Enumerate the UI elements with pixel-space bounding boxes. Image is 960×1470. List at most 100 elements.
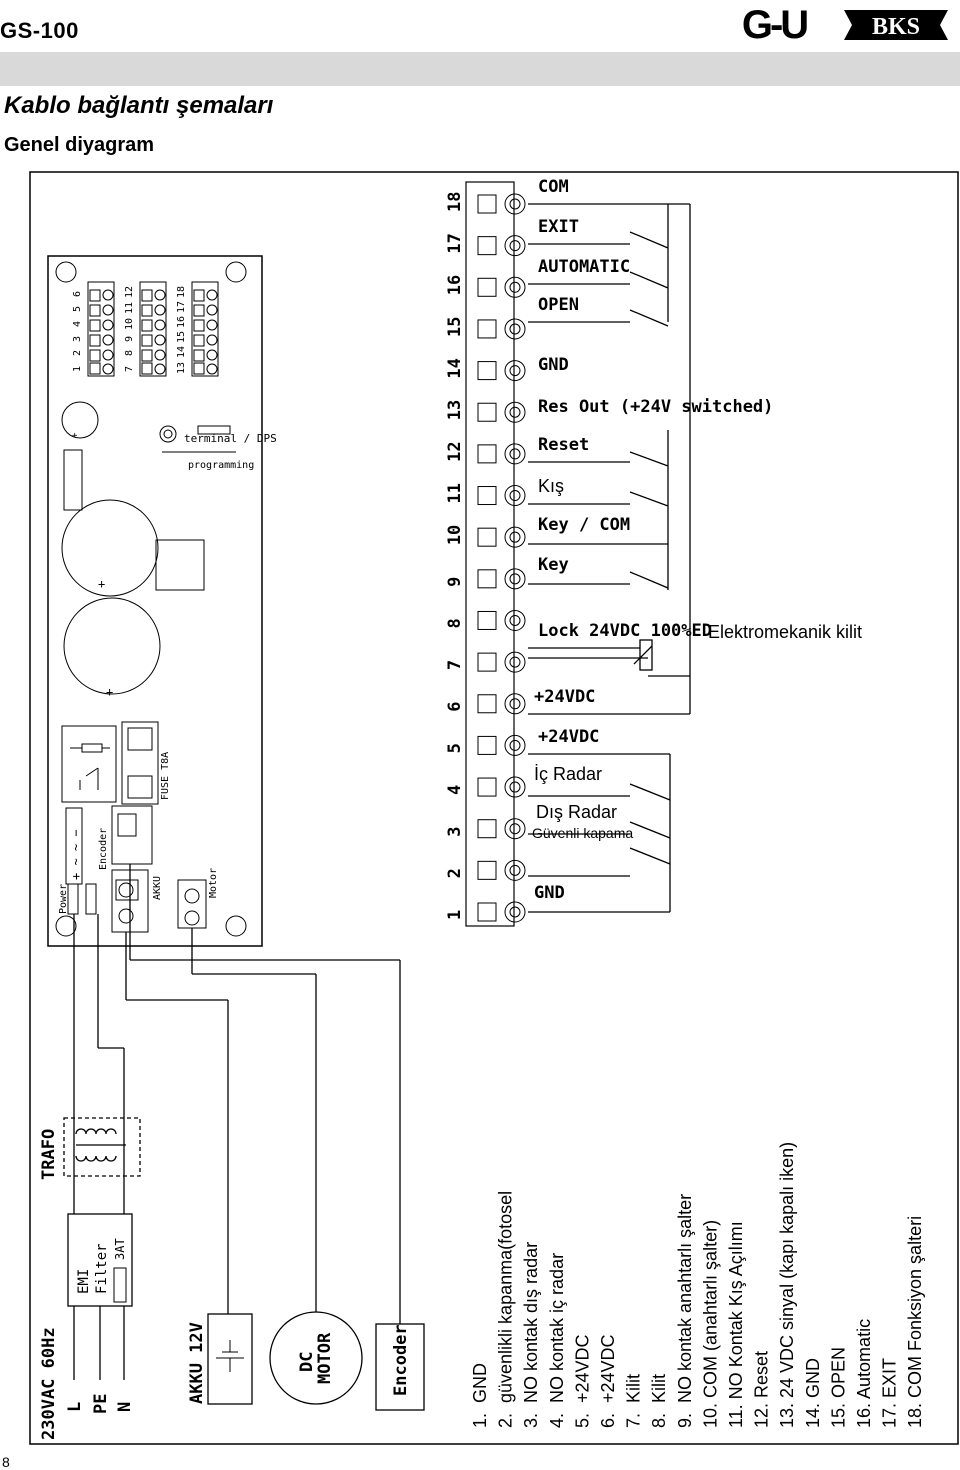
pcb-pin-2: 2 [72,350,83,356]
label-gnd-top: GND [538,355,569,375]
terminal-screw-3 [477,818,526,840]
legend-item-8: 8. Kilit [649,1374,669,1428]
label-dis-radar: Dış Radar [536,802,617,822]
terminal-screw-6 [477,693,526,715]
terminal-screw-16 [477,276,526,298]
fuse-holder [121,721,159,805]
pcb-pin-14: 14 [176,346,187,358]
page-number: 8 [2,1454,10,1470]
terminal-number-4: 4 [445,785,465,795]
label-ic-radar: İç Radar [534,764,602,784]
mains-n: N [115,1402,135,1412]
legend-item-18: 18. COM Fonksiyon şalteri [905,1216,925,1428]
pcb-connector-7-12: 7 8 9 10 11 12 [124,281,167,377]
terminal-screw-7 [477,651,526,673]
terminal-screw-2 [477,859,526,881]
legend-item-9: 9. NO kontak anahtarlı şalter [675,1194,695,1428]
legend-item-12: 12. Reset [752,1351,772,1428]
label-exit: EXIT [538,217,579,237]
encoder-board-label: Encoder [98,828,109,870]
emi-filter [67,1213,133,1307]
legend-item-13: 13. 24 VDC sinyal (kapı kapalı iken) [777,1142,797,1428]
encoder-connector [111,805,153,865]
pcb-pin-6: 6 [72,291,83,297]
cap-1-plus: + [98,577,105,591]
legend-item-7: 7. Kilit [624,1374,644,1428]
label-guvenli: Güvenli kapama [532,825,633,841]
label-reset: Reset [538,435,589,455]
label-com: COM [538,177,569,197]
label-open: OPEN [538,295,579,315]
terminal-number-2: 2 [445,868,465,878]
label-lock: Lock 24VDC 100%ED [538,621,712,641]
terminal-screw-14 [477,360,526,382]
fuse-label: FUSE T8A [160,752,171,800]
legend-item-3: 3. NO kontak dış radar [521,1242,541,1428]
page-title: GS-100 [0,18,79,43]
akku-battery [207,1313,253,1405]
terminal-screw-12 [477,443,526,465]
terminal-number-1: 1 [445,910,465,920]
capacitor-small [61,401,99,439]
legend-item-17: 17. EXIT [880,1358,900,1428]
programming-label: programming [188,460,254,471]
trafo-label: TRAFO [39,1129,59,1180]
legend-item-15: 15. OPEN [828,1347,848,1428]
terminal-number-3: 3 [445,826,465,836]
legend-item-1: 1. GND [470,1363,490,1428]
legend-item-6: 6. +24VDC [598,1334,618,1428]
legend-item-16: 16. Automatic [854,1319,874,1428]
pcb-pin-3: 3 [72,336,83,342]
motor-label: MOTOR [315,1332,335,1384]
encoder-box [375,1323,425,1411]
cap-small-plus: + [72,431,78,441]
pcb-pin-15: 15 [176,331,187,343]
pcb-pin-9: 9 [124,336,135,342]
pcb-pin-1: 1 [72,366,83,372]
gu-logo-text: G-U [742,3,807,46]
terminal-number-10: 10 [445,525,465,545]
pcb-pin-10: 10 [124,318,135,330]
terminal-strip [465,181,515,927]
bks-logo: BKS [844,10,948,40]
pcb-connector-13-18: 13 14 15 16 17 18 [176,281,219,377]
motor-connector [177,879,207,929]
label-24vdc-1: +24VDC [534,687,595,707]
label-kis: Kış [538,476,564,496]
terminal-screw-9 [477,568,526,590]
pcb-pin-8: 8 [124,350,135,356]
terminal-number-6: 6 [445,702,465,712]
fuse-3at [113,1267,127,1303]
pcb-pin-17: 17 [176,301,187,313]
power-switch-label: Power [58,884,69,914]
terminal-number-15: 15 [445,316,465,336]
terminal-screw-13 [477,401,526,423]
page-subtitle: Kablo bağlantı şemaları [4,92,274,119]
motor-board-label: Motor [208,868,219,898]
switch-wiring [528,203,691,913]
pcb-pin-16: 16 [176,316,187,328]
transformer [63,1117,141,1177]
terminal-number-8: 8 [445,618,465,628]
pcb-pin-7: 7 [124,366,135,372]
emi-label: EMI [76,1269,92,1294]
power-pin-signs: + ~ ~ − [69,829,83,880]
power-switch [67,883,79,915]
akku-12v-label: AKKU 12V [187,1322,207,1404]
resistor [63,449,83,511]
filter-label: Filter [94,1243,110,1294]
ic-chip [155,539,205,591]
label-automatic: AUTOMATIC [538,257,630,277]
relay [61,725,117,803]
gu-logo: G-U [742,3,810,46]
legend-item-5: 5. +24VDC [572,1334,592,1428]
pcb-pin-4: 4 [72,321,83,327]
label-res-out: Res Out (+24V switched) [538,397,773,417]
terminal-number-5: 5 [445,743,465,753]
diagram-frame [29,171,959,1445]
terminal-screws [477,193,526,923]
label-gnd-bottom: GND [534,883,565,903]
terminal-screw-15 [477,318,526,340]
